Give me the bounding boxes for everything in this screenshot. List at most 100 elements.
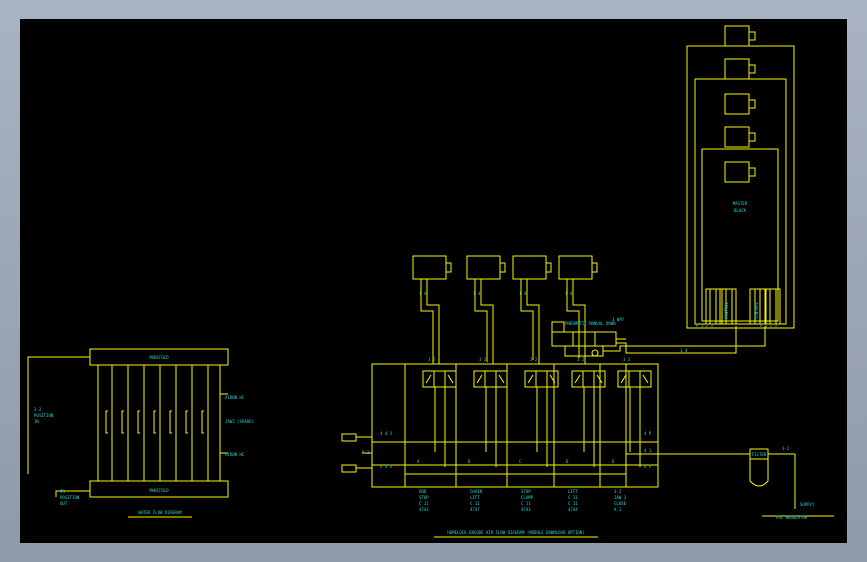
pilot-valve-button bbox=[591, 349, 599, 357]
valve-body bbox=[571, 370, 606, 388]
cylinder-line bbox=[526, 279, 540, 364]
air-flow-title: HOMELOCK ENCODE AIR FLOW DIAGRAM (MODULE… bbox=[447, 530, 584, 535]
supply-label: SUPPLY bbox=[800, 502, 815, 507]
valve-arrow bbox=[447, 374, 454, 384]
stack-side-left: CONTROL bbox=[724, 302, 729, 319]
stack-cylinder bbox=[724, 58, 750, 80]
valve-label: 3 2 bbox=[479, 357, 487, 362]
column-note: C 11 bbox=[568, 501, 578, 506]
cylinder-stack: MASTER BLOCK P 1 2 3 P 1 2 3 CONTROL CON… bbox=[686, 25, 795, 329]
valve-arrow bbox=[642, 374, 649, 384]
stack-foot-right: P 1 2 3 bbox=[760, 323, 777, 328]
air-cylinder bbox=[558, 255, 593, 280]
stack-cylinder-rod bbox=[748, 99, 756, 109]
water-coupling bbox=[137, 410, 140, 434]
cylinder-line bbox=[520, 279, 534, 360]
water-coupling bbox=[201, 410, 204, 434]
manifold-bottom-label: MANIFOLD bbox=[149, 488, 169, 493]
stack-cylinder-rod bbox=[748, 132, 756, 142]
filter-label: FILTER bbox=[752, 452, 767, 457]
valve-label: 3 2 bbox=[577, 357, 585, 362]
port-left-3: 4 4 3 bbox=[380, 464, 393, 469]
column-letter: C bbox=[519, 459, 522, 464]
column-note: C 11 bbox=[470, 501, 480, 506]
column-letter: B bbox=[468, 459, 471, 464]
valve-arrow bbox=[425, 374, 432, 384]
valve-arrow bbox=[476, 374, 483, 384]
stack-cylinder bbox=[724, 126, 750, 148]
manifold-top-label: MANIFOLD bbox=[149, 355, 169, 360]
valve-arrow bbox=[498, 374, 505, 384]
bottom-left-label-1: PR bbox=[60, 489, 65, 494]
cylinder-tag: 1 4 bbox=[419, 291, 427, 296]
pilot-label: 3 WAY bbox=[612, 317, 625, 322]
stack-cylinder-rod bbox=[748, 64, 756, 74]
cylinder-line bbox=[426, 279, 440, 364]
column-note: CLAMP bbox=[521, 495, 534, 500]
water-flow-title: WATER FLOW DIAGRAM bbox=[138, 510, 182, 515]
air-cylinder bbox=[512, 255, 547, 280]
column-note: JAW 3 bbox=[614, 495, 627, 500]
filter-bowl bbox=[749, 459, 769, 487]
left-label-3: IN bbox=[34, 419, 39, 424]
stack-cylinder bbox=[724, 25, 750, 47]
water-flow-diagram: MANIFOLD MANIFOLD 3-2 POSITION IN PR POS… bbox=[27, 348, 254, 518]
port-left-1: 4 4 3 bbox=[380, 431, 393, 436]
column-note: LIFT bbox=[568, 489, 578, 494]
left-label-2: POSITION bbox=[34, 413, 54, 418]
schematic-drawing: MANIFOLD MANIFOLD 3-2 POSITION IN PR POS… bbox=[27, 25, 834, 538]
right-label-1: AIRON HC bbox=[225, 395, 245, 400]
column-note: STOP bbox=[521, 489, 531, 494]
water-coupling bbox=[185, 410, 188, 434]
water-coupling bbox=[169, 410, 172, 434]
water-coupling bbox=[153, 410, 156, 434]
bottom-left-label-3: OUT bbox=[60, 501, 68, 506]
column-note: 4743 bbox=[521, 507, 531, 512]
water-coupling bbox=[121, 410, 124, 434]
column-note: END bbox=[419, 489, 427, 494]
cad-drawing-viewport[interactable]: MANIFOLD MANIFOLD 3-2 POSITION IN PR POS… bbox=[20, 19, 847, 543]
left-label-1: 3-2 bbox=[34, 407, 42, 412]
valve-body bbox=[617, 370, 652, 388]
stack-cylinder bbox=[724, 93, 750, 115]
pilot-to-stack-2 bbox=[603, 326, 766, 352]
right-label-2: JAW3 (SPARE) bbox=[225, 419, 254, 424]
column-note: LIFT bbox=[470, 495, 480, 500]
stack-cylinder-rod bbox=[748, 31, 756, 41]
port-right-1: 4 P bbox=[644, 431, 652, 436]
valve-label: 3 2 bbox=[623, 357, 631, 362]
valve-label: 3 2 bbox=[428, 357, 436, 362]
left-leader bbox=[27, 356, 90, 474]
column-note: STOP bbox=[419, 495, 429, 500]
column-note: C 11 bbox=[419, 501, 429, 506]
column-letter: A bbox=[417, 459, 420, 464]
column-note: 4744 bbox=[568, 507, 578, 512]
air-cylinder bbox=[466, 255, 501, 280]
pilot-valve bbox=[551, 331, 617, 347]
valve-body bbox=[524, 370, 559, 388]
column-note: CLOSE bbox=[614, 501, 627, 506]
air-cylinder bbox=[412, 255, 447, 280]
manifold-bottom-block bbox=[89, 480, 229, 498]
column-note: CHAIN bbox=[470, 489, 483, 494]
valve-arrow bbox=[527, 374, 534, 384]
stack-cylinder-rod bbox=[748, 167, 756, 177]
bottom-left-label-2: POSITION bbox=[60, 495, 80, 500]
column-note: C 11 bbox=[568, 495, 578, 500]
pilot-to-stack bbox=[616, 326, 737, 354]
cylinder-line bbox=[572, 279, 586, 364]
column-note: 4743 bbox=[419, 507, 429, 512]
port-right-3: 4 P bbox=[644, 464, 652, 469]
bottom-left-leader bbox=[55, 490, 90, 497]
port-box-lower bbox=[341, 464, 357, 473]
port-right-2: 4 1 bbox=[644, 448, 652, 453]
valve-arrow bbox=[574, 374, 581, 384]
cylinder-line bbox=[474, 279, 488, 362]
valve-arrow bbox=[620, 374, 627, 384]
cylinder-line bbox=[480, 279, 494, 364]
stack-cylinder bbox=[724, 161, 750, 183]
stack-port-block-right bbox=[749, 288, 781, 325]
column-letter: D bbox=[566, 459, 569, 464]
port-left-2: P 1 bbox=[362, 450, 370, 455]
